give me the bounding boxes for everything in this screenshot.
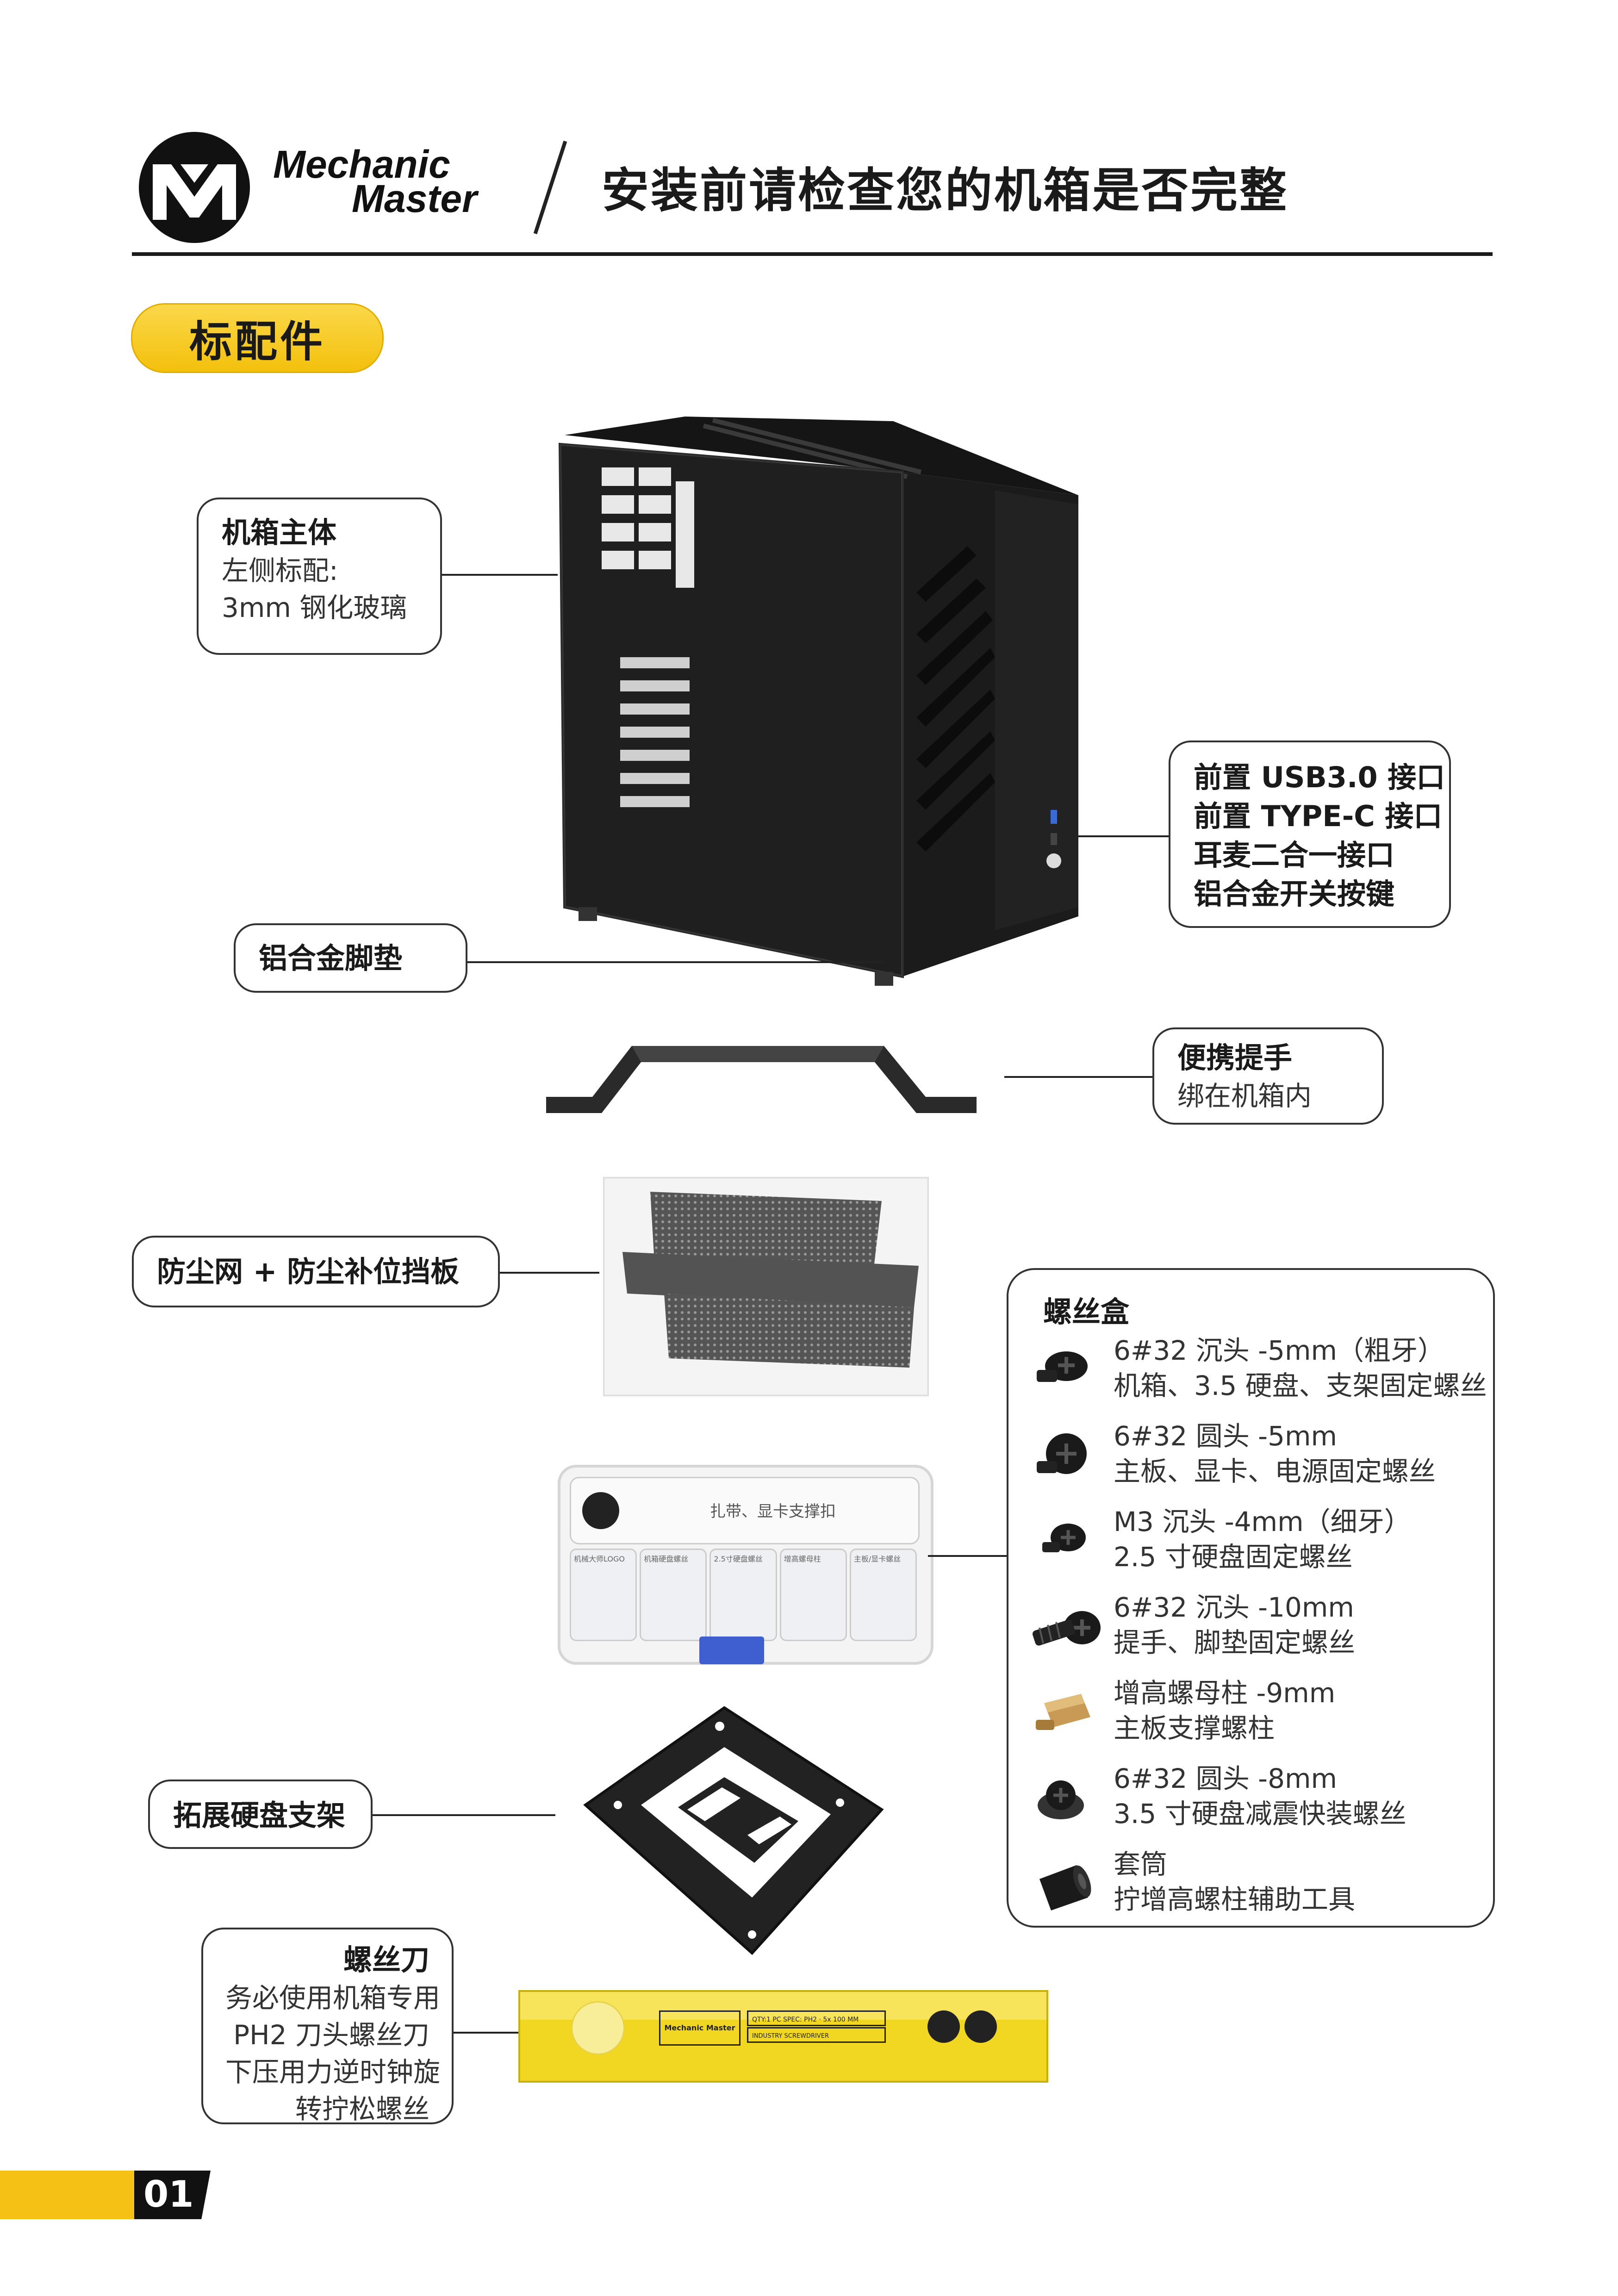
badge-icon [927, 2010, 960, 2043]
screw-case-compartment: 2.5寸硬盘螺丝 [709, 1549, 777, 1641]
callout-dust: 防尘网 + 防尘补位挡板 [132, 1236, 500, 1307]
socket-tool-icon [1039, 1865, 1091, 1910]
screw-item-line1: 6#32 圆头 -5mm [1114, 1420, 1338, 1452]
callout-feet-title: 铝合金脚垫 [259, 941, 403, 975]
callout-handle-sub: 绑在机箱内 [1177, 1080, 1312, 1112]
brand-line-2: Master [352, 177, 477, 220]
screw-item-line1: 套筒 [1114, 1848, 1168, 1880]
callout-screwdriver-line2: PH2 刀头螺丝刀 [233, 2019, 429, 2051]
header-divider [533, 140, 567, 235]
screw-case-clasp [699, 1636, 764, 1664]
countersunk-screw-icon [1037, 1351, 1088, 1382]
screw-item-text: 6#32 圆头 -5mm 主板、显卡、电源固定螺丝 [1114, 1419, 1436, 1489]
callout-dust-title: 防尘网 + 防尘补位挡板 [157, 1255, 460, 1288]
callout-screwdriver: 螺丝刀 务必使用机箱专用 PH2 刀头螺丝刀 下压用力逆时钟旋 转拧松螺丝 [201, 1928, 454, 2125]
screw-case-logo-icon [582, 1492, 619, 1529]
leader-line-screwdriver [454, 2032, 518, 2034]
screw-case-compartment: 机械大师LOGO [570, 1549, 637, 1641]
chassis-image [558, 417, 1078, 986]
usb-port-icon [1051, 810, 1057, 824]
callout-ports-line4: 铝合金开关按键 [1194, 877, 1395, 911]
callout-handle-title: 便携提手 [1177, 1041, 1293, 1075]
callout-bracket-title: 拓展硬盘支架 [173, 1798, 346, 1832]
brass-standoff-icon [1036, 1694, 1090, 1730]
screw-case-compartment: 增高螺母柱 [779, 1549, 847, 1641]
m3-screw-icon [1042, 1524, 1086, 1552]
callout-ports-line2: 前置 TYPE-C 接口 [1194, 799, 1443, 833]
callout-screwdriver-title: 螺丝刀 [343, 1943, 429, 1977]
callout-screwdriver-line4: 转拧松螺丝 [295, 2093, 429, 2125]
leader-line-feet [467, 961, 884, 963]
leader-line-dust [500, 1272, 599, 1274]
screw-item-text: 增高螺母柱 -9mm 主板支撑螺柱 [1114, 1675, 1335, 1746]
screw-item-line1: 增高螺母柱 -9mm [1114, 1677, 1336, 1709]
screwdriver-box-name: INDUSTRY SCREWDRIVER [747, 2027, 886, 2043]
screw-item-line2: 主板支撑螺柱 [1114, 1712, 1275, 1744]
callout-screwdriver-line3: 下压用力逆时钟旋 [225, 2056, 441, 2088]
screw-case-top-compartment: 扎带、显卡支撑扣 [570, 1477, 920, 1544]
section-label: 标配件 [131, 303, 384, 373]
screw-case-image: 扎带、显卡支撑扣 机械大师LOGO 机箱硬盘螺丝 2.5寸硬盘螺丝 增高螺母柱 … [558, 1465, 933, 1665]
screw-item-line1: 6#32 沉头 -10mm [1114, 1592, 1354, 1623]
screw-case-bottom-compartments: 机械大师LOGO 机箱硬盘螺丝 2.5寸硬盘螺丝 增高螺母柱 主板/显卡螺丝 [570, 1549, 917, 1641]
dust-filter-image [603, 1177, 929, 1396]
page-title: 安装前请检查您的机箱是否完整 [602, 163, 1288, 218]
callout-handle: 便携提手 绑在机箱内 [1152, 1027, 1384, 1125]
handle-image [546, 1046, 977, 1113]
callout-chassis: 机箱主体 左侧标配: 3mm 钢化玻璃 [197, 498, 442, 655]
screwdriver-box-spec: QTY:1 PC SPEC: PH2 · 5x 100 MM [747, 2010, 886, 2026]
brand-line-1: Mechanic [273, 143, 450, 186]
round-head-screw-icon [1037, 1433, 1087, 1474]
callout-chassis-line1: 左侧标配: [222, 555, 338, 586]
leader-line-chassis [442, 574, 558, 576]
callout-chassis-line2: 3mm 钢化玻璃 [222, 592, 407, 623]
screw-box-title: 螺丝盒 [1043, 1295, 1130, 1329]
screw-item-line1: 6#32 沉头 -5mm（粗牙） [1114, 1335, 1445, 1366]
brand-logo-mark [140, 133, 249, 242]
long-screw-icon [1032, 1611, 1101, 1646]
screw-case-compartment: 机箱硬盘螺丝 [640, 1549, 707, 1641]
screw-item-line2: 机箱、3.5 硬盘、支架固定螺丝 [1114, 1370, 1487, 1401]
screw-item-text: 6#32 沉头 -10mm 提手、脚垫固定螺丝 [1114, 1590, 1355, 1660]
screw-case-label: 扎带、显卡支撑扣 [710, 1502, 836, 1521]
callout-ports-line1: 前置 USB3.0 接口 [1194, 760, 1445, 794]
screw-item-line2: 拧增高螺柱辅助工具 [1114, 1884, 1356, 1915]
washer-screw-icon [1038, 1780, 1084, 1819]
screw-item-line1: M3 沉头 -4mm（细牙） [1114, 1506, 1411, 1537]
callout-chassis-title: 机箱主体 [222, 516, 337, 549]
screwdriver-box-seal-icon [571, 2001, 625, 2055]
screw-item-line2: 3.5 寸硬盘减震快装螺丝 [1114, 1798, 1406, 1829]
header-rule [132, 252, 1493, 256]
screw-case-compartment: 主板/显卡螺丝 [849, 1549, 917, 1641]
leader-line-handle [1004, 1076, 1152, 1078]
screw-item-line2: 主板、显卡、电源固定螺丝 [1114, 1456, 1436, 1487]
callout-ports: 前置 USB3.0 接口 前置 TYPE-C 接口 耳麦二合一接口 铝合金开关按… [1169, 740, 1451, 928]
leader-line-screw-box [928, 1555, 1007, 1557]
screw-item-text: M3 沉头 -4mm（细牙） 2.5 寸硬盘固定螺丝 [1114, 1504, 1411, 1574]
screw-item-text: 6#32 圆头 -8mm 3.5 寸硬盘减震快装螺丝 [1114, 1761, 1406, 1831]
screw-item-line2: 2.5 寸硬盘固定螺丝 [1114, 1541, 1353, 1573]
callout-ports-line3: 耳麦二合一接口 [1194, 838, 1395, 872]
screw-item-line2: 提手、脚垫固定螺丝 [1114, 1627, 1356, 1658]
callout-screwdriver-line1: 务必使用机箱专用 [225, 1982, 441, 2014]
callout-feet: 铝合金脚垫 [234, 923, 467, 993]
screwdriver-box-brand: Mechanic Master [659, 2010, 741, 2046]
leader-line-ports [1078, 835, 1169, 837]
drive-bracket-image [583, 1706, 884, 1955]
brand-wordmark: Mechanic Master [273, 143, 477, 220]
screw-item-text: 6#32 沉头 -5mm（粗牙） 机箱、3.5 硬盘、支架固定螺丝 [1114, 1333, 1487, 1403]
screw-item-text: 套筒 拧增高螺柱辅助工具 [1114, 1847, 1355, 1917]
screwdriver-box-image: Mechanic Master QTY:1 PC SPEC: PH2 · 5x … [518, 1990, 1048, 2083]
leader-line-bracket [373, 1814, 555, 1816]
screw-item-line1: 6#32 圆头 -8mm [1114, 1763, 1338, 1794]
badge-icon [965, 2010, 997, 2043]
page-number: 01 [134, 2171, 211, 2219]
footer-accent-bar [0, 2171, 134, 2219]
screw-box-panel: 螺丝盒 [1007, 1268, 1495, 1928]
brand-logo [139, 132, 250, 243]
callout-bracket: 拓展硬盘支架 [148, 1780, 373, 1849]
